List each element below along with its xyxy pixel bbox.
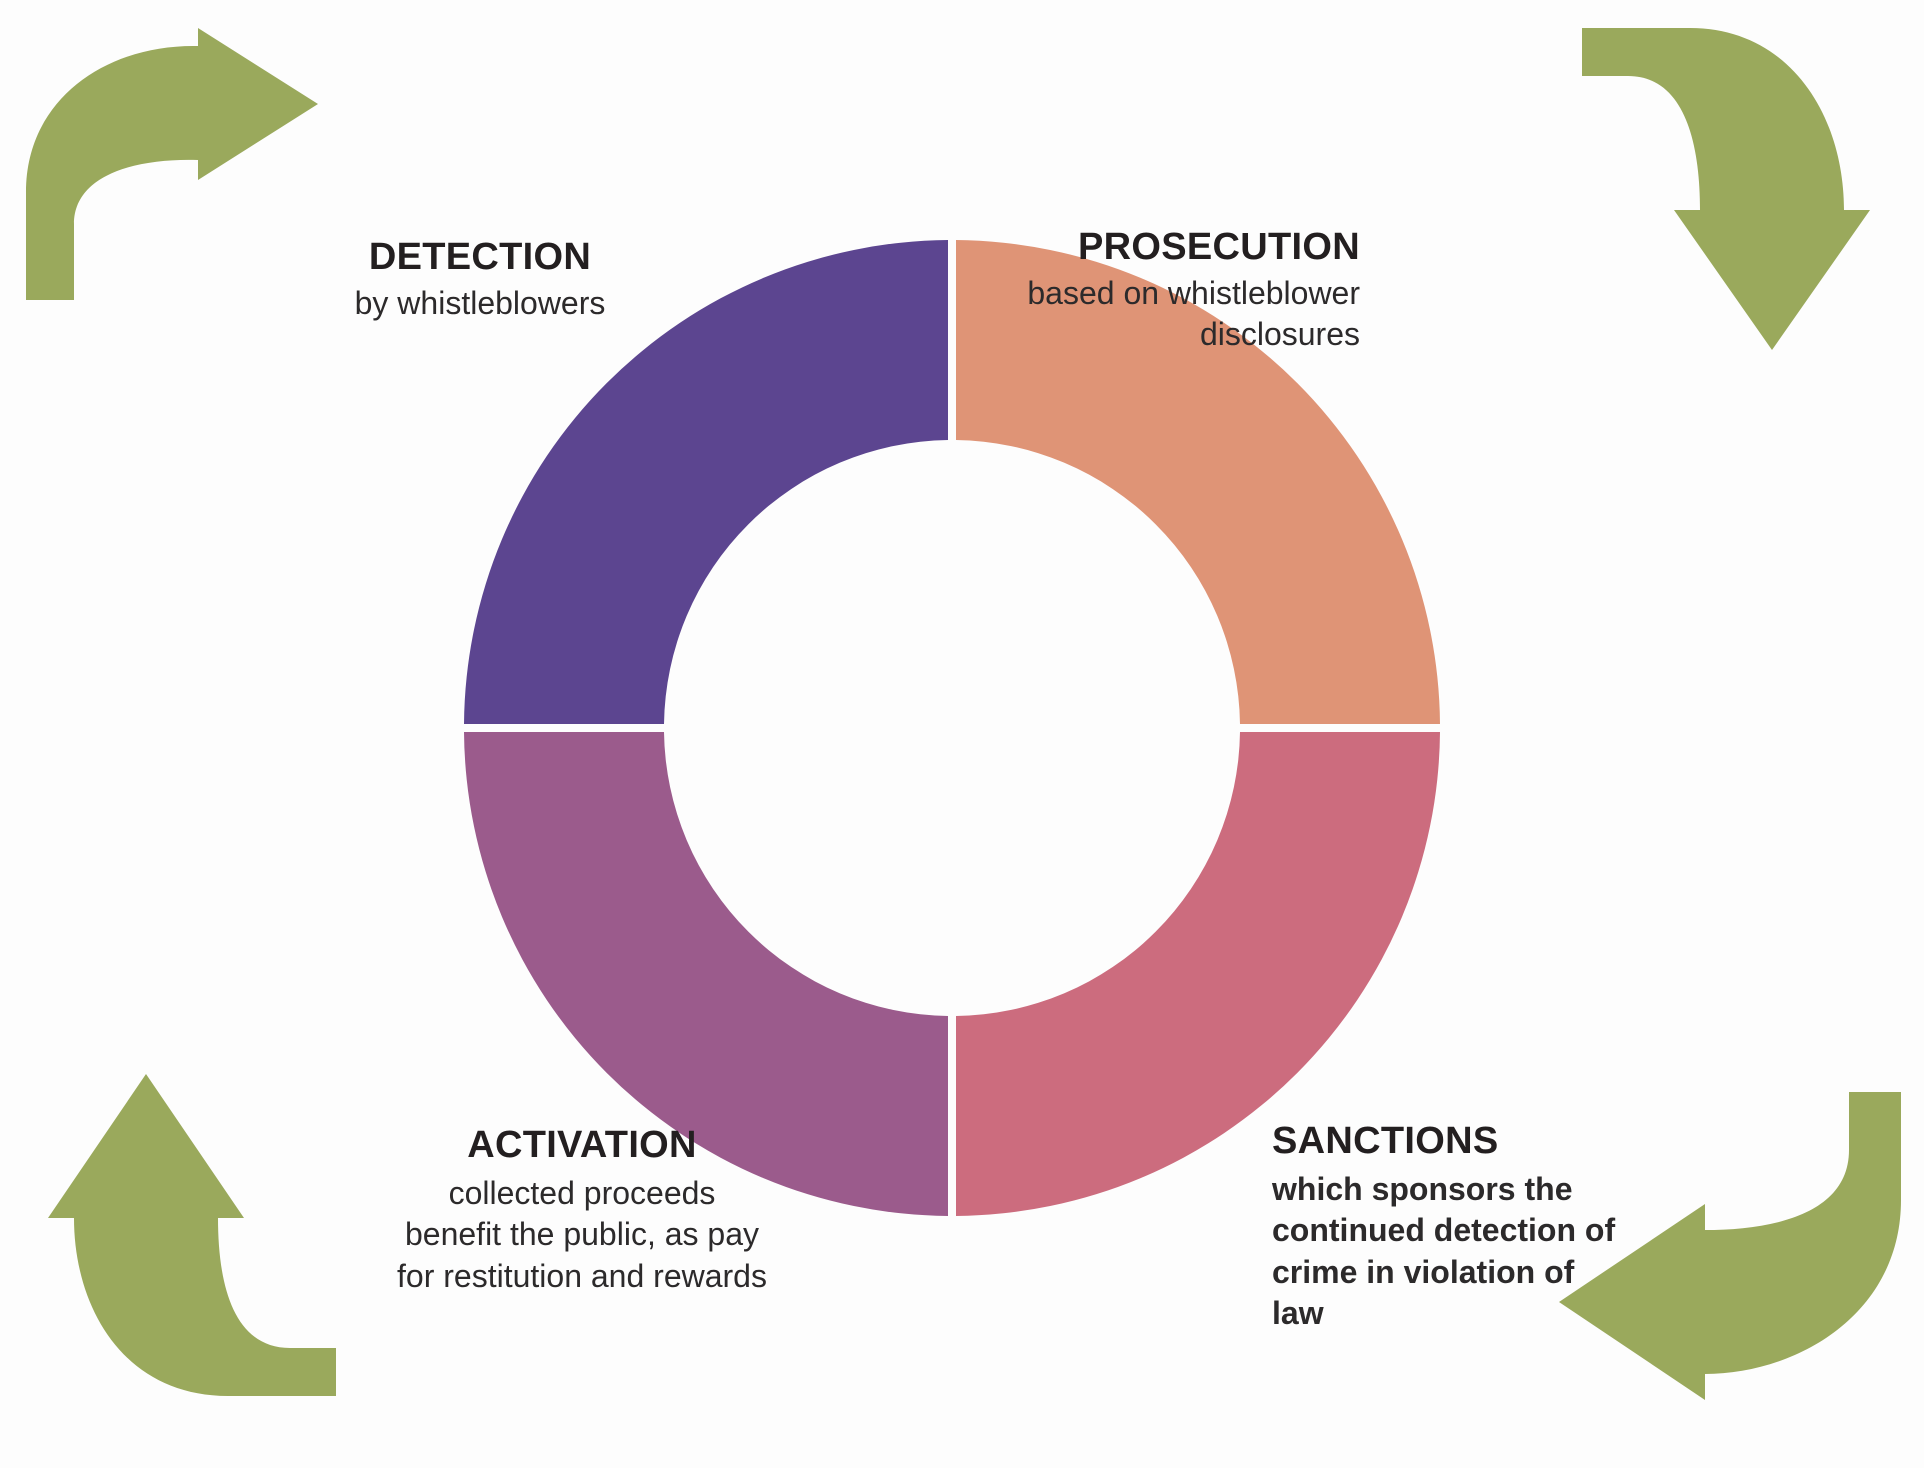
cycle-arrow-up-icon: [48, 1074, 336, 1396]
donut-chart: [464, 240, 1440, 1216]
label-activation-body: collected proceeds benefit the public, a…: [372, 1173, 792, 1298]
label-prosecution-title: PROSECUTION: [1078, 226, 1360, 268]
label-sanctions-line: which sponsors the: [1272, 1170, 1573, 1207]
donut-segment-detection[interactable]: [464, 240, 948, 724]
donut-chart-svg: [464, 240, 1440, 1216]
donut-segment-prosecution[interactable]: [956, 240, 1440, 724]
cycle-arrow-right-icon: [26, 28, 318, 300]
donut-segment-activation[interactable]: [464, 732, 948, 1216]
label-activation-title: ACTIVATION: [467, 1124, 697, 1166]
label-activation-line: collected proceeds: [448, 1174, 716, 1211]
label-prosecution-body: based on whistleblower disclosures: [1000, 273, 1360, 355]
label-prosecution: PROSECUTION based on whistleblower discl…: [1000, 226, 1360, 354]
label-prosecution-line: based on whistleblower: [1027, 274, 1360, 311]
cycle-arrow-down-icon: [1582, 28, 1870, 350]
label-detection-line: by whistleblowers: [354, 284, 606, 321]
label-detection-body: by whistleblowers: [300, 283, 660, 324]
label-sanctions-body: which sponsors the continued detection o…: [1272, 1169, 1672, 1335]
label-activation: ACTIVATION collected proceeds benefit th…: [372, 1124, 792, 1297]
label-sanctions: SANCTIONS which sponsors the continued d…: [1272, 1120, 1672, 1335]
label-sanctions-title: SANCTIONS: [1272, 1120, 1499, 1162]
label-detection: DETECTION by whistleblowers: [300, 236, 660, 324]
cycle-arrow-left-icon: [1559, 1092, 1901, 1400]
label-prosecution-line: disclosures: [1199, 315, 1360, 352]
label-activation-line: benefit the public, as pay: [404, 1216, 759, 1253]
donut-segment-sanctions[interactable]: [956, 732, 1440, 1216]
label-sanctions-line: continued detection of: [1272, 1212, 1616, 1249]
label-activation-line: for restitution and rewards: [397, 1257, 767, 1294]
label-sanctions-line: law: [1272, 1295, 1324, 1332]
label-detection-title: DETECTION: [368, 236, 592, 278]
label-sanctions-line: crime in violation of: [1272, 1253, 1575, 1290]
